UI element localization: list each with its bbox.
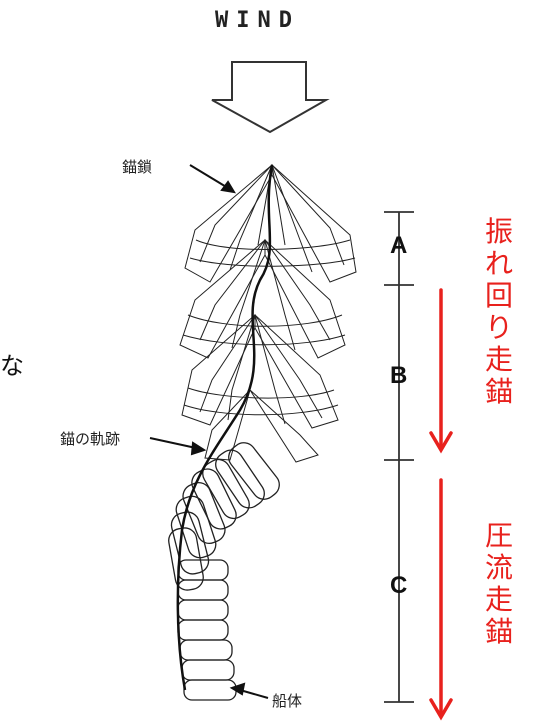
swing-dragging-label: 振れ回り走錨 — [482, 216, 516, 408]
red-arrow-drift — [431, 480, 451, 717]
drift-dragging-label: 圧流走錨 — [482, 520, 516, 648]
red-arrow-swing — [431, 290, 451, 450]
segment-label-b: B — [390, 362, 407, 390]
segment-label-c: C — [390, 572, 407, 600]
segment-label-a: A — [390, 232, 407, 260]
cropped-text-fragment: な — [0, 346, 24, 381]
segment-scale — [384, 212, 414, 702]
hull-pointer — [232, 684, 268, 698]
anchor-track-pointer — [150, 438, 204, 454]
anchor-track-label: 錨の軌跡 — [60, 428, 120, 449]
wind-label: WIND — [215, 8, 300, 33]
wind-arrow — [212, 62, 326, 132]
anchor-chain-label: 錨鎖 — [122, 156, 152, 177]
drift-hull-outlines — [167, 438, 284, 700]
hull-label: 船体 — [272, 690, 302, 711]
anchor-chain-pointer — [190, 165, 234, 192]
